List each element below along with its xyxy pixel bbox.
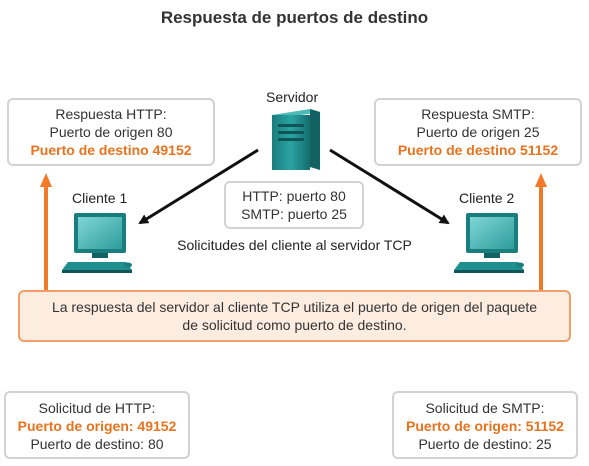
http-response-source-port: Puerto de origen 80 [49, 124, 173, 140]
smtp-response-source-port: Puerto de origen 25 [416, 124, 540, 140]
server-ports-box: HTTP: puerto 80 SMTP: puerto 25 [224, 181, 364, 229]
smtp-request-source-port: Puerto de origen: 51152 [406, 418, 564, 434]
client1-label: Cliente 1 [72, 190, 128, 206]
request-arrow-client1 [138, 148, 259, 225]
http-response-dest-port: Puerto de destino 49152 [30, 142, 192, 158]
smtp-request-box: Solicitud de SMTP: Puerto de origen: 511… [392, 391, 578, 459]
http-response-box: Respuesta HTTP: Puerto de origen 80 Puer… [7, 98, 215, 166]
http-request-box: Solicitud de HTTP: Puerto de origen: 491… [4, 391, 190, 459]
smtp-response-title: Respuesta SMTP: [421, 106, 535, 122]
http-response-title: Respuesta HTTP: [55, 106, 167, 122]
smtp-response-box: Respuesta SMTP: Puerto de origen 25 Puer… [374, 98, 582, 166]
client2-label: Cliente 2 [459, 190, 515, 206]
smtp-request-dest-port: Puerto de destino: 25 [418, 436, 552, 452]
client1-computer-icon [62, 213, 132, 273]
http-request-source-port: Puerto de origen: 49152 [17, 418, 177, 434]
server-port-smtp: SMTP: puerto 25 [241, 206, 347, 222]
smtp-request-title: Solicitud de SMTP: [425, 400, 545, 416]
server-label: Servidor [266, 89, 319, 105]
explanation-note: La respuesta del servidor al cliente TCP… [18, 290, 571, 342]
note-line-1: La respuesta del servidor al cliente TCP… [51, 299, 538, 315]
diagram-title: Respuesta de puertos de destino [160, 8, 429, 27]
requests-caption: Solicitudes del cliente al servidor TCP [177, 237, 412, 253]
server-icon [272, 109, 320, 170]
server-port-http: HTTP: puerto 80 [242, 188, 346, 204]
request-arrow-client2 [329, 148, 450, 225]
client2-computer-icon [454, 213, 524, 273]
note-line-2: de solicitud como puerto de destino. [182, 317, 407, 333]
http-request-dest-port: Puerto de destino: 80 [30, 436, 164, 452]
smtp-response-dest-port: Puerto de destino 51152 [397, 142, 559, 158]
http-request-title: Solicitud de HTTP: [38, 400, 156, 416]
